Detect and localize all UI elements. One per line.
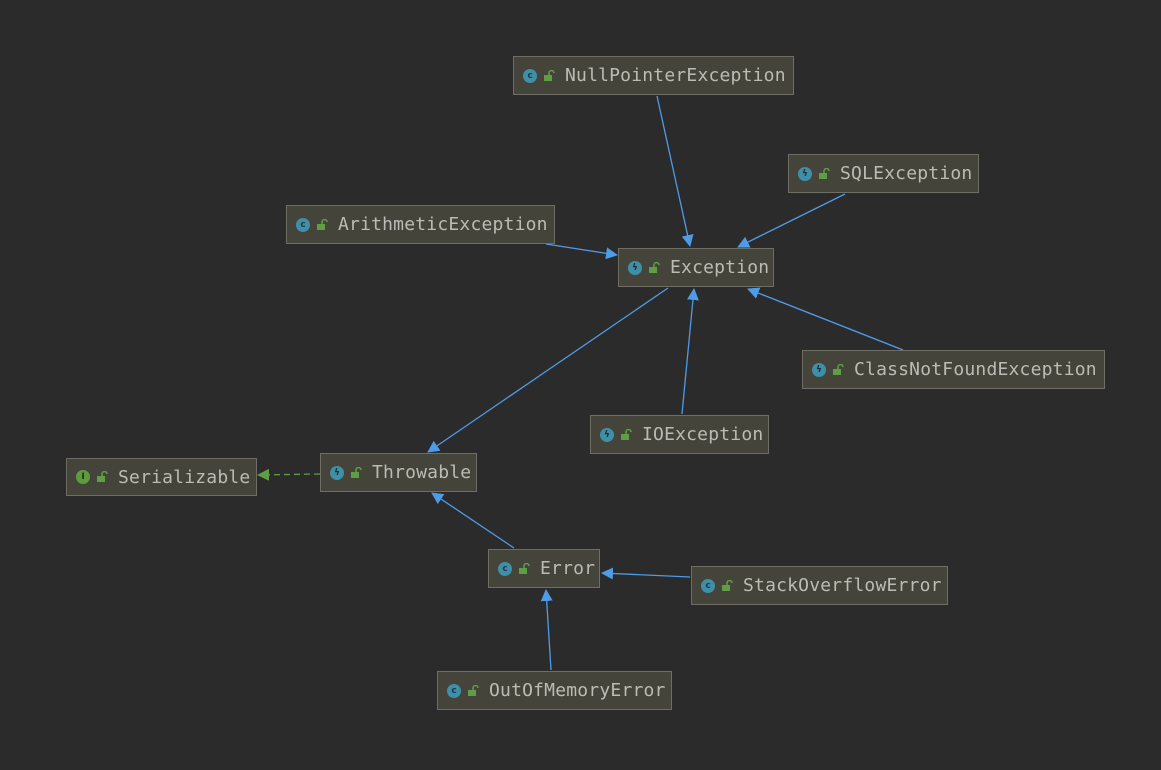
class-icon: c [296, 217, 310, 232]
node-outofmemoryerror[interactable]: c OutOfMemoryError [437, 671, 672, 710]
node-throwable[interactable]: ϟ Throwable [320, 453, 477, 492]
edge-cnf-to-exception [747, 287, 904, 351]
unlock-icon [544, 69, 555, 81]
edge-error-to-throwable [431, 492, 515, 549]
edge-sql-to-exception [737, 193, 846, 248]
node-label: Error [540, 558, 596, 579]
exception-class-icon: ϟ [798, 166, 812, 181]
node-label: Exception [670, 257, 770, 278]
unlock-icon [97, 471, 108, 482]
edge-soe-to-error [601, 567, 691, 580]
node-nullpointerexception[interactable]: c NullPointerException [513, 56, 794, 95]
node-stackoverflowerror[interactable]: c StackOverflowError [691, 566, 948, 605]
unlock-icon [621, 428, 632, 440]
edge-io-to-exception [681, 288, 699, 415]
interface-icon: I [76, 470, 90, 484]
node-label: ArithmeticException [338, 214, 548, 235]
class-icon: c [523, 68, 537, 83]
class-icon: c [498, 561, 512, 576]
node-label: IOException [642, 424, 764, 445]
node-label: StackOverflowError [743, 575, 942, 596]
node-ioexception[interactable]: ϟ IOException [590, 415, 769, 454]
exception-class-icon: ϟ [330, 465, 344, 480]
node-label: Serializable [118, 466, 251, 488]
edge-npe-to-exception [656, 95, 694, 247]
node-error[interactable]: c Error [488, 549, 600, 588]
unlock-icon [819, 167, 830, 179]
class-icon: c [447, 683, 461, 698]
class-icon: c [701, 578, 715, 593]
node-label: NullPointerException [565, 65, 786, 86]
node-serializable[interactable]: I Serializable [66, 458, 257, 496]
unlock-icon [833, 363, 844, 375]
edge-arith-to-exception [545, 243, 618, 260]
node-sqlexception[interactable]: ϟ SQLException [788, 154, 979, 193]
node-label: ClassNotFoundException [854, 359, 1097, 380]
unlock-icon [722, 579, 733, 591]
exception-class-icon: ϟ [628, 260, 642, 275]
node-arithmeticexception[interactable]: c ArithmeticException [286, 205, 555, 244]
unlock-icon [468, 684, 479, 696]
node-label: SQLException [840, 163, 973, 184]
edge-throwable-to-serializable [257, 468, 321, 481]
node-label: Throwable [372, 462, 472, 483]
node-exception[interactable]: ϟ Exception [618, 248, 774, 287]
unlock-icon [351, 466, 362, 478]
unlock-icon [317, 218, 328, 230]
exception-class-icon: ϟ [812, 362, 826, 377]
node-classnotfoundexception[interactable]: ϟ ClassNotFoundException [802, 350, 1105, 389]
exception-class-icon: ϟ [600, 427, 614, 442]
node-label: OutOfMemoryError [489, 680, 666, 701]
edge-oom-to-error [540, 589, 553, 671]
unlock-icon [649, 261, 660, 273]
unlock-icon [519, 562, 530, 574]
